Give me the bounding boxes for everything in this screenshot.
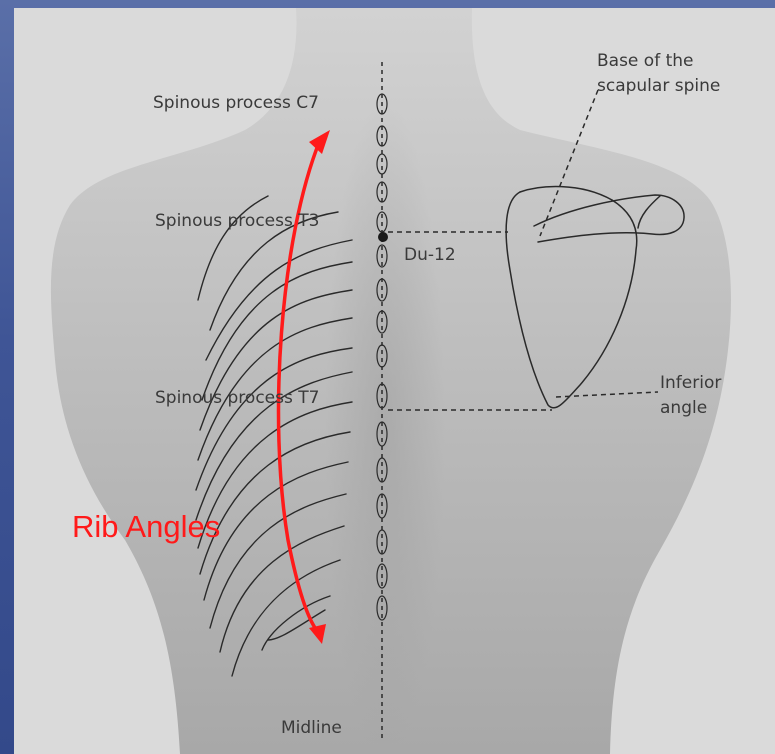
spine-shadow — [325, 100, 445, 754]
label-spinous-t7: Spinous process T7 — [155, 388, 319, 408]
label-spinous-c7: Spinous process C7 — [153, 93, 319, 113]
label-inferior-line2: angle — [660, 398, 707, 418]
label-du12: Du-12 — [404, 245, 456, 265]
du12-point — [378, 232, 388, 242]
label-spinous-t3: Spinous process T3 — [155, 211, 319, 231]
label-midline: Midline — [281, 718, 342, 738]
label-scapular-spine-line1: Base of the — [597, 51, 694, 71]
label-scapular-spine-line2: scapular spine — [597, 76, 720, 96]
label-rib-angles: Rib Angles — [72, 509, 220, 544]
label-inferior-line1: Inferior — [660, 373, 721, 393]
